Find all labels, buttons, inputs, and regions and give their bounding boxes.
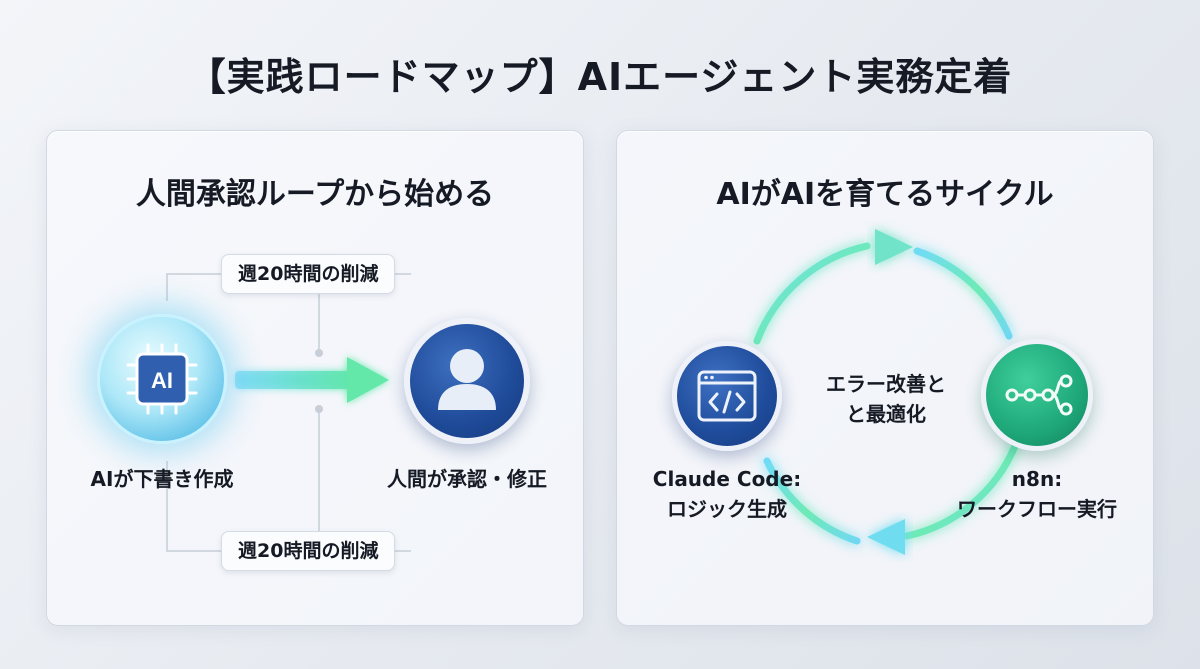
ai-chip-badge: AI [97,314,227,444]
n8n-badge [981,339,1093,451]
ai-cycle-panel: AIがAIを育てるサイクル [616,130,1154,626]
human-avatar-badge [404,318,530,444]
arrow-right-icon [235,357,389,403]
ai-draft-label: AIが下書き作成 [90,467,234,491]
claude-code-badge [672,341,782,451]
cycle-center-line2: と最適化 [846,402,926,426]
human-approval-panel: 人間承認ループから始める 週20時間の削減 週20時間の削減 [46,130,584,626]
time-saving-badge-bottom: 週20時間の削減 [221,531,396,571]
human-approve-label: 人間が承認・修正 [387,467,547,491]
ai-cycle-panel-title: AIがAIを育てるサイクル [716,177,1054,212]
ai-chip-icon: AI [126,343,198,415]
cycle-arrows-icon [753,229,1019,555]
n8n-label-line1: n8n: [1011,467,1063,491]
claude-code-label-line1: Claude Code: [652,467,802,491]
time-saving-badge-top: 週20時間の削減 [221,254,396,294]
workflow-nodes-icon [1005,374,1073,416]
claude-code-label-line2: ロジック生成 [667,497,787,521]
code-window-icon [697,370,757,422]
page-title: 【実践ロードマップ】AIエージェント実務定着 [187,55,1013,99]
ai-chip-text: AI [151,368,173,393]
n8n-label-line2: ワークフロー実行 [957,497,1117,521]
human-approval-panel-title: 人間承認ループから始める [135,177,495,212]
cycle-center-line1: エラー改善と [826,372,946,396]
person-icon [438,349,496,410]
